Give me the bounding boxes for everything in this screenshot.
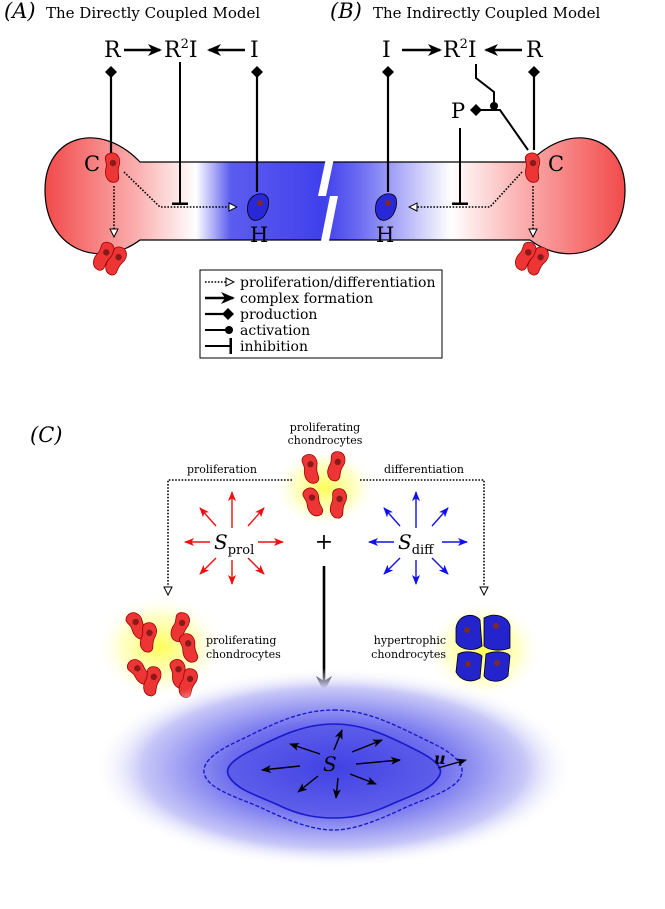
b-p-label: P <box>451 99 465 123</box>
panel-c: (C) proliferating chondrocytes prolifera… <box>30 421 574 868</box>
legend: proliferation/differentiation complex fo… <box>199 269 443 359</box>
b-i-label: I <box>382 38 391 63</box>
plus-sign: + <box>315 530 333 555</box>
domain-outer-boundary <box>203 709 463 831</box>
right-cells <box>455 614 511 682</box>
panel-b-tag: (B) <box>330 0 362 23</box>
s-prol-label: Sprol <box>214 530 254 558</box>
right-cells-label-2: chondrocytes <box>371 648 446 661</box>
domain-s-label: S <box>323 752 337 776</box>
domain-u-label: u <box>434 749 446 768</box>
a-c-cell <box>104 152 121 183</box>
b-r-label: R <box>526 38 544 63</box>
b-h-label: H <box>376 223 394 247</box>
a-c-label: C <box>84 152 100 176</box>
b-diff-arrow <box>410 171 523 207</box>
s-diff-label: Sdiff <box>398 530 435 558</box>
panel-a-title: The Directly Coupled Model <box>46 4 260 22</box>
top-cells-glow <box>273 448 377 528</box>
b-activation <box>475 64 498 110</box>
panel-c-tag: (C) <box>30 423 62 447</box>
proliferation-arrow <box>168 479 292 594</box>
differentiation-label: differentiation <box>384 463 464 476</box>
right-cells-label-1: hypertrophic <box>374 634 446 647</box>
left-cells-label-2: chondrocytes <box>206 648 281 661</box>
a-r-label: R <box>104 38 122 63</box>
left-cells-glow <box>96 595 224 699</box>
top-cells-label-1: proliferating <box>290 421 360 434</box>
legend-complex-label: complex formation <box>240 291 373 307</box>
body-break <box>318 158 338 246</box>
panel-ab: (A) The Directly Coupled Model (B) The I… <box>4 0 626 278</box>
domain-inner-boundary <box>226 723 442 819</box>
a-i-label: I <box>250 38 259 63</box>
panel-a-tag: (A) <box>4 0 36 23</box>
a-r2i-label: R2I <box>164 37 198 63</box>
b-production-p <box>470 104 529 151</box>
differentiation-arrow <box>360 479 484 594</box>
b-r2i-label: R2I <box>443 37 477 63</box>
right-cells-glow <box>426 600 542 700</box>
a-diff-arrow <box>123 171 236 207</box>
top-cells-label-2: chondrocytes <box>288 434 363 447</box>
left-cells-label-1: proliferating <box>206 634 276 647</box>
b-c-label: C <box>548 152 564 176</box>
tissue-body <box>44 137 626 255</box>
legend-activation-label: activation <box>240 323 310 339</box>
legend-production-label: production <box>240 307 317 323</box>
panel-b-title: The Indirectly Coupled Model <box>373 4 600 22</box>
b-c-cell <box>524 152 541 183</box>
s-diff-arrows <box>368 491 468 585</box>
s-prol-arrows <box>184 491 284 585</box>
legend-inhibition-label: inhibition <box>240 339 308 355</box>
proliferation-label: proliferation <box>187 463 257 476</box>
domain-arrows <box>261 729 467 799</box>
legend-prolif-label: proliferation/differentiation <box>240 275 435 291</box>
a-h-label: H <box>250 223 268 247</box>
